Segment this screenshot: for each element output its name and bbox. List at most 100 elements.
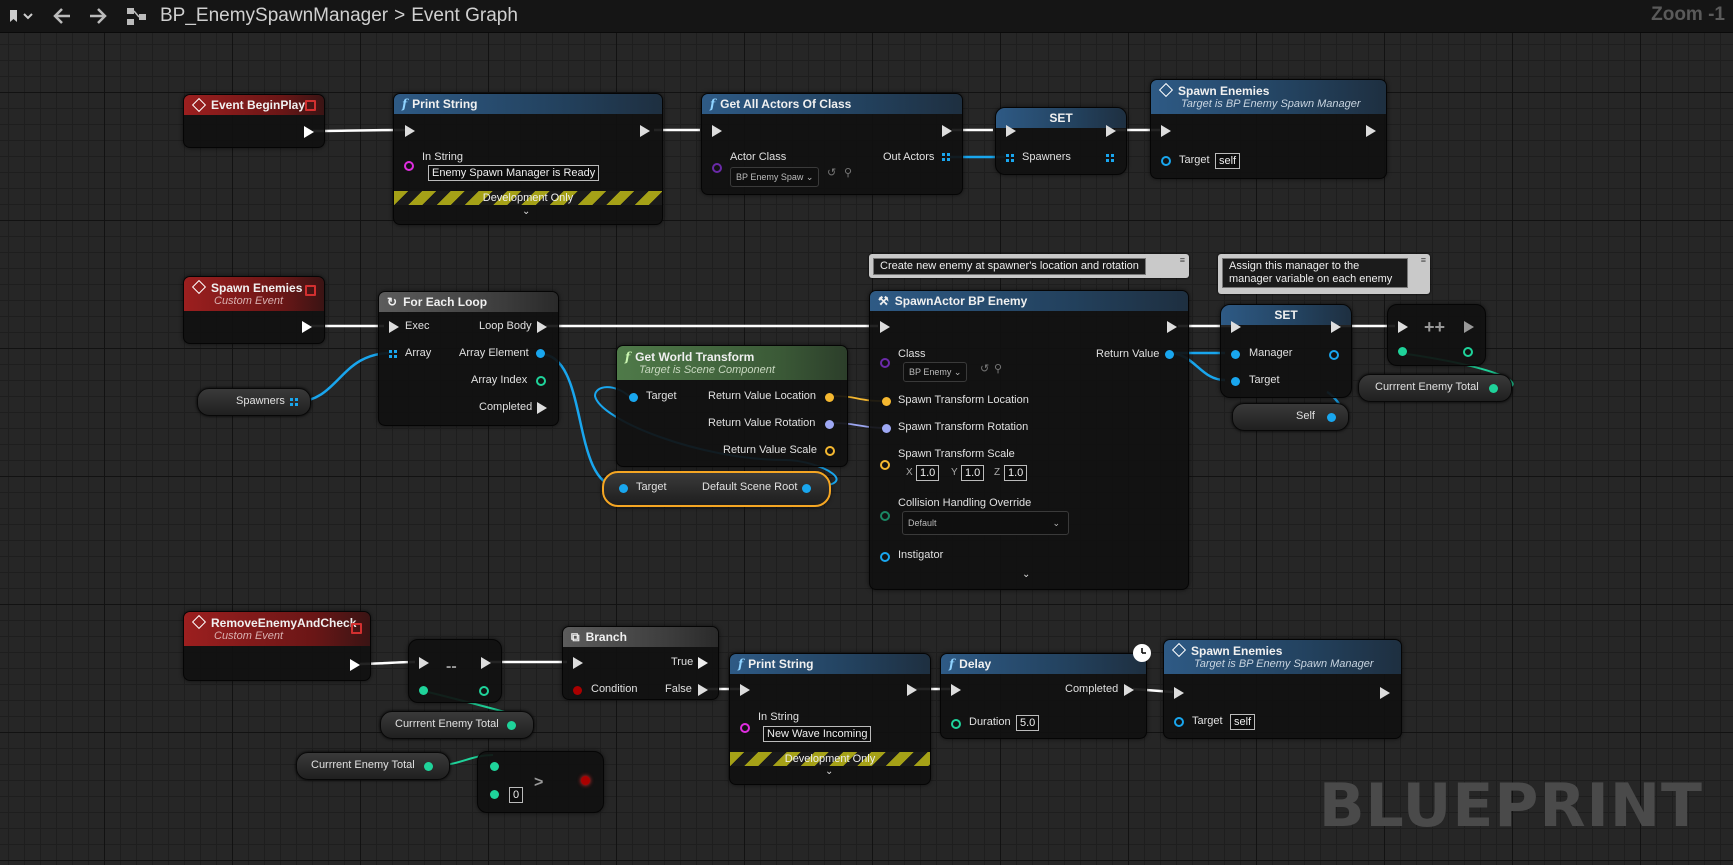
rotation-pin[interactable] (825, 420, 834, 429)
target-pin[interactable] (1231, 377, 1240, 386)
collision-pin[interactable] (880, 511, 890, 521)
remove-enemy-event-node[interactable]: RemoveEnemyAndCheck Custom Event (183, 611, 371, 681)
spawn-rotation-pin[interactable] (882, 424, 891, 433)
location-pin[interactable] (825, 393, 834, 402)
current-enemy-total-variable[interactable]: Currrent Enemy Total (296, 752, 450, 780)
manager-out-pin[interactable] (1329, 350, 1339, 360)
variable-out-pin[interactable] (424, 762, 433, 771)
search-icon[interactable]: ⚲ (994, 363, 1003, 375)
chevron-down-icon[interactable]: ⌄ (522, 206, 531, 217)
spawn-actor-node[interactable]: ⚒SpawnActor BP Enemy Class BP Enemy ⌄ ↺ … (869, 290, 1189, 590)
actor-class-dropdown[interactable]: BP Enemy Spaw ⌄ (730, 167, 820, 187)
variable-out-pin[interactable] (1489, 384, 1498, 393)
condition-pin[interactable] (573, 686, 582, 695)
loop-body-pin[interactable] (537, 321, 547, 333)
for-each-loop-node[interactable]: ↻For Each Loop Exec Array Loop Body Arra… (378, 291, 559, 426)
spawn-enemies-event-node[interactable]: Spawn Enemies Custom Event (183, 276, 325, 344)
a-in-pin[interactable] (490, 762, 499, 771)
default-scene-root-pin[interactable] (802, 484, 811, 493)
bookmark-icon[interactable] (8, 0, 38, 32)
comment-bubble[interactable]: Assign this manager to the manager varia… (1218, 254, 1430, 294)
spawn-enemies-call-node[interactable]: Spawn Enemies Target is BP Enemy Spawn M… (1150, 79, 1387, 179)
instigator-pin[interactable] (880, 552, 890, 562)
duration-field[interactable]: 5.0 (1016, 715, 1040, 731)
duration-pin[interactable] (951, 719, 961, 729)
current-enemy-total-variable[interactable]: Currrent Enemy Total (380, 711, 534, 739)
scale-y-field[interactable]: 1.0 (961, 465, 985, 481)
target-field[interactable]: self (1215, 153, 1241, 169)
exec-in-pin[interactable] (712, 125, 722, 137)
exec-out-pin[interactable] (350, 659, 360, 671)
self-out-pin[interactable] (1327, 413, 1336, 422)
variable-out-pin[interactable] (507, 721, 516, 730)
decrement-node[interactable]: -- (408, 639, 502, 703)
forward-arrow-icon[interactable] (88, 0, 108, 32)
back-arrow-icon[interactable] (52, 0, 72, 32)
exec-in-pin[interactable] (880, 321, 890, 333)
default-scene-root-node[interactable]: Target Default Scene Root (602, 471, 831, 507)
value-in-pin[interactable] (419, 686, 428, 695)
exec-out-pin[interactable] (1106, 125, 1116, 137)
exec-out-pin[interactable] (942, 125, 952, 137)
in-string-field[interactable]: New Wave Incoming (763, 726, 872, 742)
branch-node[interactable]: ⧉Branch Condition True False (562, 626, 719, 700)
class-dropdown[interactable]: BP Enemy ⌄ (903, 362, 968, 382)
value-in-pin[interactable] (1398, 347, 1407, 356)
search-icon[interactable]: ⚲ (844, 167, 853, 179)
in-string-field[interactable]: Enemy Spawn Manager is Ready (428, 165, 600, 181)
exec-out-pin[interactable] (1331, 321, 1341, 333)
actor-class-pin[interactable] (712, 163, 722, 173)
exec-in-pin[interactable] (1398, 321, 1408, 333)
exec-in-pin[interactable] (1006, 125, 1016, 137)
scale-pin[interactable] (825, 446, 835, 456)
set-spawners-node[interactable]: SET Spawners (995, 107, 1127, 175)
current-enemy-total-variable[interactable]: Currrent Enemy Total (1358, 374, 1512, 402)
delegate-pin-icon[interactable] (305, 100, 316, 111)
comment-bubble[interactable]: Create new enemy at spawner's location a… (869, 254, 1189, 278)
out-actors-pin[interactable] (942, 153, 950, 161)
target-pin[interactable] (1161, 156, 1171, 166)
exec-out-pin[interactable] (304, 126, 314, 138)
array-index-pin[interactable] (536, 376, 546, 386)
target-field[interactable]: self (1230, 714, 1256, 730)
array-pin[interactable] (389, 350, 397, 358)
manager-pin[interactable] (1231, 350, 1240, 359)
result-out-pin[interactable] (581, 776, 590, 785)
exec-out-pin[interactable] (640, 125, 650, 137)
exec-in-pin[interactable] (573, 657, 583, 669)
target-pin[interactable] (619, 484, 628, 493)
target-pin[interactable] (629, 393, 638, 402)
true-pin[interactable] (698, 657, 708, 669)
breadcrumb-graph[interactable]: Event Graph (411, 5, 518, 26)
b-value-field[interactable]: 0 (509, 787, 524, 803)
exec-in-pin[interactable] (405, 125, 415, 137)
spawners-out-pin[interactable] (1106, 154, 1114, 162)
delegate-pin-icon[interactable] (351, 623, 362, 634)
spawn-enemies-call-node[interactable]: Spawn Enemies Target is BP Enemy Spawn M… (1163, 639, 1402, 739)
spawners-out-pin[interactable] (290, 398, 298, 406)
chevron-down-icon[interactable]: ⌄ (1022, 569, 1031, 580)
set-manager-node[interactable]: SET Manager Target (1220, 304, 1352, 398)
return-value-pin[interactable] (1165, 350, 1174, 359)
spawn-scale-pin[interactable] (880, 460, 890, 470)
in-string-pin[interactable] (404, 161, 414, 171)
exec-out-pin[interactable] (1366, 125, 1376, 137)
event-beginplay-node[interactable]: Event BeginPlay (183, 94, 325, 148)
exec-out-pin[interactable] (1464, 321, 1474, 333)
scale-x-field[interactable]: 1.0 (916, 465, 940, 481)
completed-pin[interactable] (1124, 684, 1134, 696)
value-out-pin[interactable] (1463, 347, 1473, 357)
delegate-pin-icon[interactable] (305, 285, 316, 296)
chevron-down-icon[interactable]: ⌄ (825, 766, 834, 777)
b-in-pin[interactable] (490, 790, 499, 799)
spawn-location-pin[interactable] (882, 397, 891, 406)
in-string-pin[interactable] (740, 723, 750, 733)
scale-z-field[interactable]: 1.0 (1004, 465, 1028, 481)
breadcrumb-asset[interactable]: BP_EnemySpawnManager (160, 5, 389, 26)
greater-than-node[interactable]: 0 > (477, 751, 604, 813)
exec-in-pin[interactable] (1174, 687, 1184, 699)
